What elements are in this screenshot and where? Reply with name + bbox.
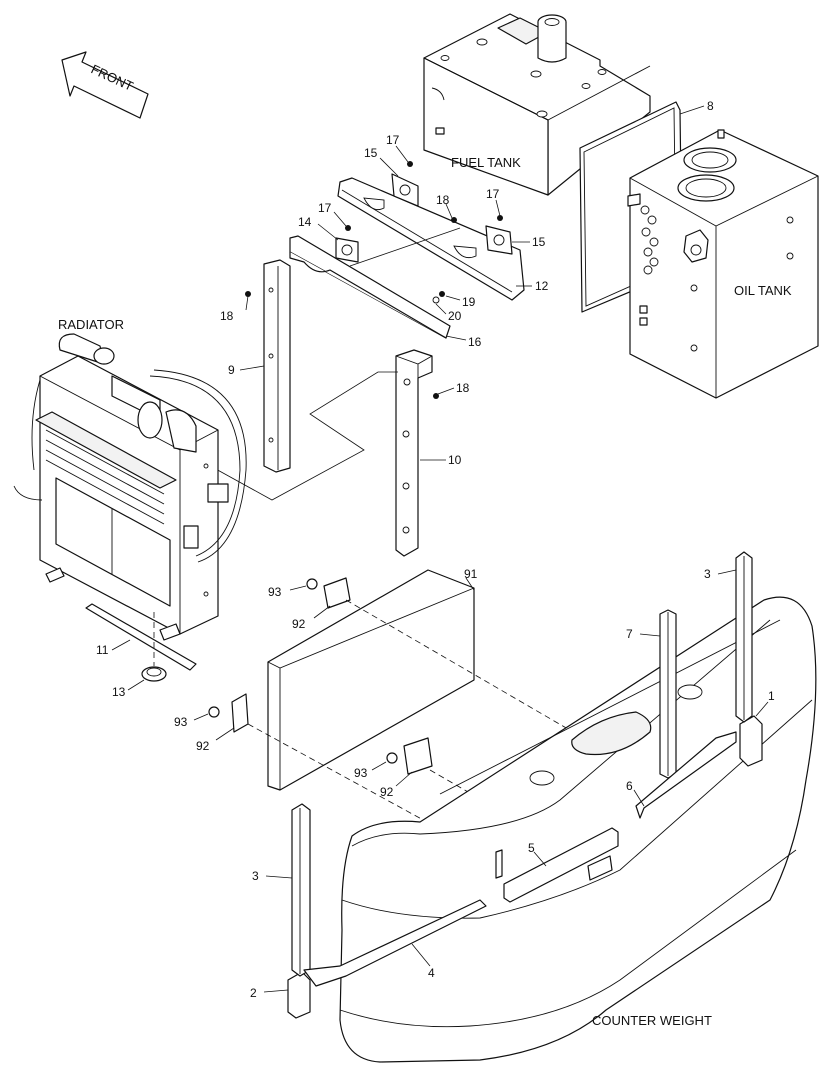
callout-11: 11 [96, 643, 109, 657]
part-3-post-right: 3 [704, 551, 753, 723]
part-1-block: 1 [739, 689, 775, 767]
callout-92b: 92 [196, 739, 210, 753]
part-15-plate-left: 15 [364, 146, 419, 207]
part-6-arm: 6 [626, 731, 737, 819]
callout-91: 91 [464, 567, 478, 581]
callout-14: 14 [298, 215, 312, 229]
assembly-line-radiator [213, 371, 398, 501]
callout-18b: 18 [220, 309, 234, 323]
bolts-18: 18 18 18 [220, 193, 470, 399]
radiator: RADIATOR [13, 317, 247, 641]
callout-17a: 17 [386, 133, 400, 147]
callout-3b: 3 [252, 869, 259, 883]
callout-17b: 17 [318, 201, 332, 215]
part-12-bracket: 12 [337, 177, 549, 301]
callout-7: 7 [626, 627, 633, 641]
callout-19: 19 [462, 295, 476, 309]
callout-18a: 18 [436, 193, 450, 207]
oil-tank-ports [640, 205, 659, 275]
callout-93a: 93 [268, 585, 282, 599]
counter-weight-label: COUNTER WEIGHT [592, 1013, 712, 1028]
callout-92a: 92 [292, 617, 306, 631]
part-10-post: 10 [395, 349, 462, 557]
part-4-arm: 4 [303, 899, 487, 987]
front-arrow: FRONT [61, 51, 149, 119]
counter-weight: COUNTER WEIGHT [339, 596, 817, 1063]
callout-2: 2 [250, 986, 257, 1000]
clip-set-c: 93 92 [354, 737, 433, 799]
callout-15a: 15 [364, 146, 378, 160]
part-9-post: 9 [228, 259, 291, 473]
part-16-bracket: 16 [289, 235, 482, 349]
part-5-bar: 5 [503, 827, 619, 903]
callout-5: 5 [528, 841, 535, 855]
clip-set-b: 93 92 [174, 693, 249, 753]
callout-9: 9 [228, 363, 235, 377]
callout-3a: 3 [704, 567, 711, 581]
callout-18c: 18 [456, 381, 470, 395]
assembly-line-bracket [349, 227, 461, 267]
assembly-line-clip-a [345, 599, 581, 737]
oil-tank-label: OIL TANK [734, 283, 792, 298]
oil-tank: OIL TANK [627, 129, 819, 399]
callout-10: 10 [448, 453, 462, 467]
part-13-cap: 13 [112, 612, 167, 699]
callout-15b: 15 [532, 235, 546, 249]
part-91-panel: 91 [267, 567, 478, 791]
callout-20: 20 [448, 309, 462, 323]
callout-4: 4 [428, 966, 435, 980]
callout-12: 12 [535, 279, 549, 293]
clip-set-a: 93 92 [268, 577, 351, 631]
callout-17c: 17 [486, 187, 500, 201]
part-15-plate-right: 15 [485, 225, 546, 255]
callout-16: 16 [468, 335, 482, 349]
callout-13: 13 [112, 685, 126, 699]
callout-93b: 93 [174, 715, 188, 729]
part-14-plate: 14 [298, 215, 359, 263]
bolts-17: 17 17 17 [318, 133, 503, 231]
part-11-bar: 11 [85, 603, 197, 671]
radiator-label: RADIATOR [58, 317, 124, 332]
callout-92c: 92 [380, 785, 394, 799]
part-3-post-left: 3 [252, 803, 311, 977]
callout-6: 6 [626, 779, 633, 793]
callout-1: 1 [768, 689, 775, 703]
callout-93c: 93 [354, 766, 368, 780]
fuel-tank-label: FUEL TANK [451, 155, 521, 170]
part-2-block: 2 [250, 971, 311, 1019]
assembly-line-clip-b [247, 723, 501, 863]
callout-8: 8 [707, 99, 714, 113]
hardware-19-20: 19 20 [432, 291, 476, 323]
